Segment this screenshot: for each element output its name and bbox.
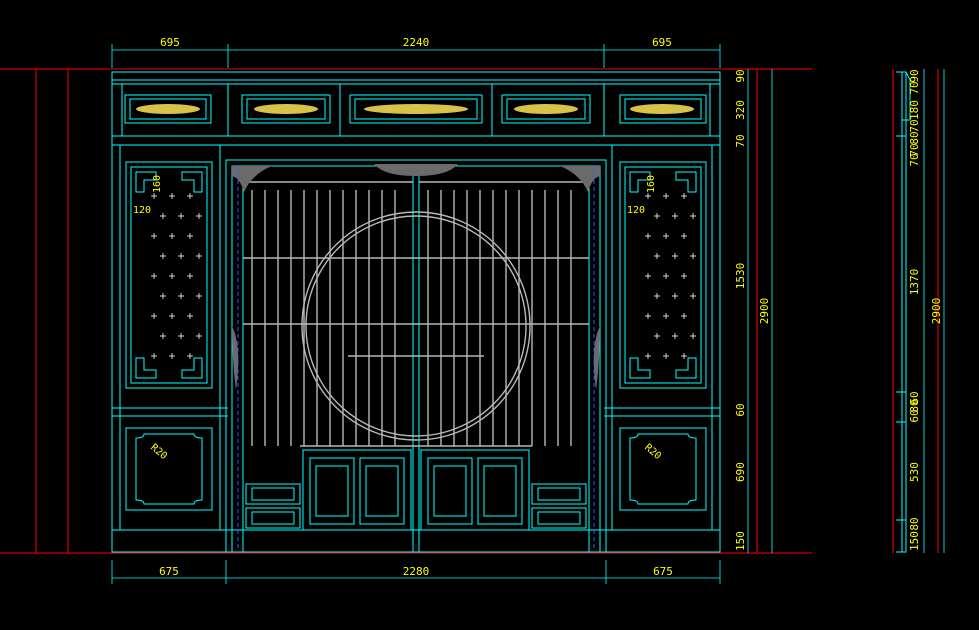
lower-side-panels xyxy=(125,427,707,511)
right-dimension-label: 690 xyxy=(734,462,747,482)
side-dimension-label: 70 xyxy=(908,81,921,94)
hidden-lines xyxy=(237,166,595,552)
bottom-dimension-label: 675 xyxy=(653,565,673,578)
side-overall-height-label: 2900 xyxy=(930,298,943,325)
side-tall-panels xyxy=(125,161,707,389)
side-dimension-label: 80 xyxy=(908,517,921,530)
panel-note-label: 160 xyxy=(152,175,163,193)
side-dimension-label: 70 xyxy=(908,143,921,156)
side-dimension-label: 70 xyxy=(908,119,921,132)
side-dimension-label: 530 xyxy=(908,462,921,482)
panel-note-label: 120 xyxy=(133,205,151,216)
dimension-lines xyxy=(111,44,945,584)
right-dimension-label: 90 xyxy=(734,69,747,82)
right-dimension-label: 320 xyxy=(734,100,747,120)
side-dimension-label: 60 xyxy=(908,391,921,404)
reference-lines xyxy=(0,68,939,554)
right-dimension-label: 1530 xyxy=(734,263,747,290)
cabinet-outline xyxy=(111,71,721,553)
side-dimension-label: 180 xyxy=(908,100,921,120)
panel-studs xyxy=(151,193,696,359)
corner-carvings xyxy=(232,164,600,390)
side-dimension-label: 80 xyxy=(908,131,921,144)
right-dimension-label: 150 xyxy=(734,531,747,551)
right-dimension-label: 60 xyxy=(734,403,747,416)
side-dimension-label: 90 xyxy=(908,69,921,82)
dimension-labels: 695 2240 695 675 2280 675 90 320 70 1530 60 690 150 2… xyxy=(133,36,943,578)
side-dimension-label: 60 xyxy=(908,409,921,422)
bottom-dimension-label: 675 xyxy=(159,565,179,578)
side-dimension-label: 150 xyxy=(908,531,921,551)
side-dimension-label: 80 xyxy=(908,399,921,412)
side-section xyxy=(896,71,911,553)
panel-note-label: 160 xyxy=(646,175,657,193)
overall-height-label: 2900 xyxy=(758,298,771,325)
lower-doors xyxy=(245,449,587,531)
panel-note-label: 120 xyxy=(627,205,645,216)
top-dimension-label: 695 xyxy=(160,36,180,49)
side-dimension-label: 1370 xyxy=(908,269,921,296)
carved-ornaments xyxy=(136,104,694,114)
right-dimension-label: 70 xyxy=(734,134,747,147)
moon-gate-grille xyxy=(243,181,589,447)
frieze-panels xyxy=(124,94,707,124)
top-dimension-label: 695 xyxy=(652,36,672,49)
side-dimension-label: 70 xyxy=(908,153,921,166)
top-dimension-label: 2240 xyxy=(403,36,430,49)
bottom-dimension-label: 2280 xyxy=(403,565,430,578)
